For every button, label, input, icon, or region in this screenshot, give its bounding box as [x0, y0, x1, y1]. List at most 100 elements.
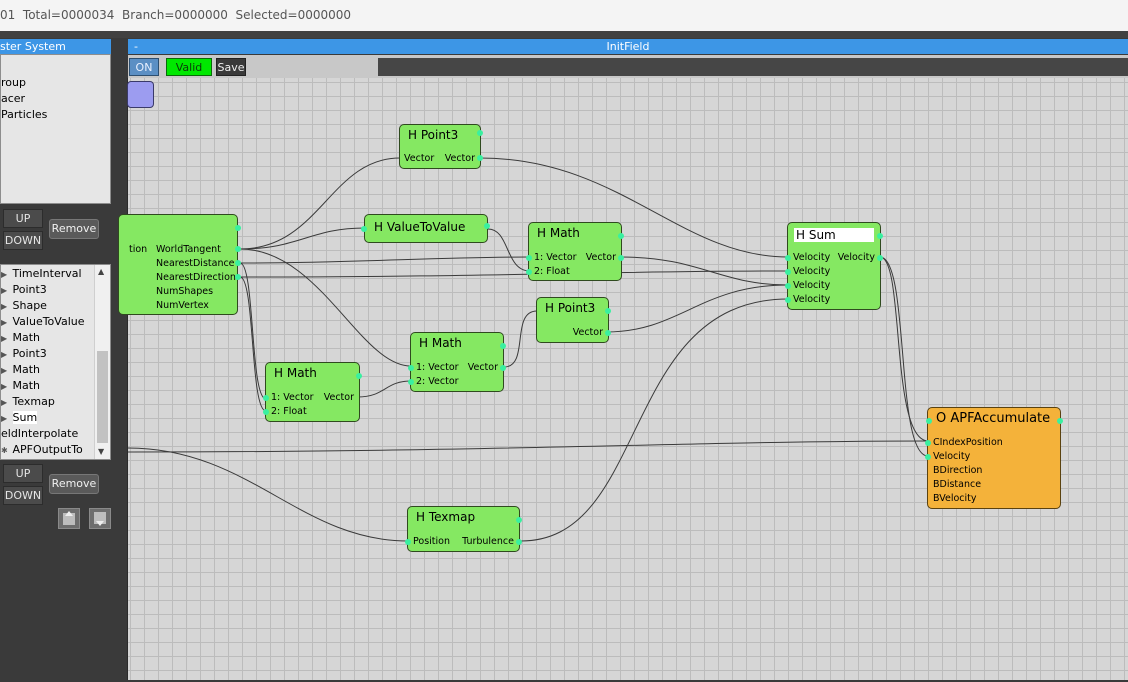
- port-label: WorldTangent: [156, 244, 221, 255]
- ps-remove-button[interactable]: Remove: [49, 219, 99, 239]
- port-dot[interactable]: [785, 297, 791, 303]
- port-dot[interactable]: [235, 246, 241, 252]
- list-item[interactable]: ▶ Texmap: [1, 394, 55, 410]
- port-dot[interactable]: [361, 226, 367, 232]
- node-list[interactable]: ▶ TimeInterval ▶ Point3 ▶ Shape ▶ ValueT…: [0, 264, 111, 460]
- list-item[interactable]: Particles: [1, 108, 48, 121]
- port-dot[interactable]: [477, 155, 483, 161]
- port-dot[interactable]: [605, 308, 611, 314]
- node-texmap[interactable]: H Texmap Position Turbulence: [405, 506, 522, 552]
- triangle-icon: ▶: [1, 414, 8, 423]
- port-dot[interactable]: [477, 130, 483, 136]
- list-item[interactable]: ▶ ValueToValue: [1, 314, 85, 330]
- node-math[interactable]: H Math 1: Vector 2: Vector Vector: [408, 332, 506, 392]
- port-dot[interactable]: [605, 330, 611, 336]
- list-item[interactable]: eldInterpolate: [1, 427, 79, 440]
- port-label: Vector: [572, 327, 603, 338]
- node-up-button[interactable]: UP: [3, 464, 43, 483]
- port-dot[interactable]: [785, 269, 791, 275]
- triangle-icon: ▶: [1, 286, 8, 295]
- port-dot[interactable]: [235, 225, 241, 231]
- port-dot[interactable]: [526, 255, 532, 261]
- node-math[interactable]: H Math 1: Vector 2: Float Vector: [526, 222, 624, 281]
- port-dot[interactable]: [877, 255, 883, 261]
- list-item[interactable]: [1, 55, 110, 71]
- triangle-icon: ▶: [1, 270, 8, 279]
- ps-up-button[interactable]: UP: [3, 209, 43, 228]
- port-label: 2: Vector: [416, 376, 459, 387]
- node-sum[interactable]: H Sum Velocity Velocity Velocity Velocit…: [785, 222, 883, 310]
- list-item[interactable]: roup: [1, 76, 26, 89]
- list-item[interactable]: ▶ Math: [1, 362, 40, 378]
- port-dot[interactable]: [877, 233, 883, 239]
- triangle-icon: ▶: [1, 382, 8, 391]
- node-point3[interactable]: H Point3 Vector Vector: [399, 124, 483, 169]
- particle-system-list[interactable]: roup acer Particles: [0, 54, 111, 204]
- list-item[interactable]: ▶ Shape: [1, 298, 47, 314]
- port-dot[interactable]: [1057, 418, 1063, 424]
- collapse-icon[interactable]: -: [134, 40, 138, 53]
- ps-down-button[interactable]: DOWN: [3, 231, 43, 250]
- list-item[interactable]: ▶ Point3: [1, 282, 47, 298]
- port-dot[interactable]: [926, 418, 932, 424]
- node-field-info[interactable]: tion WorldTangent NearestDistance Neares…: [118, 214, 241, 315]
- canvas-title-bar: - InitField: [128, 39, 1128, 54]
- list-item[interactable]: acer: [1, 92, 26, 105]
- list-item[interactable]: ✱ APFOutputTo: [1, 442, 83, 458]
- scroll-thumb[interactable]: [97, 351, 108, 443]
- port-dot[interactable]: [925, 440, 931, 446]
- node-title: H Sum: [794, 228, 874, 242]
- node-down-button[interactable]: DOWN: [3, 486, 43, 505]
- node-title: H ValueToValue: [374, 220, 466, 234]
- scroll-up-icon[interactable]: ▲: [98, 267, 105, 276]
- canvas-toolbar: ON Valid Save: [128, 55, 1128, 78]
- particle-system-title: ster System: [0, 39, 111, 54]
- list-item[interactable]: ▶ Math: [1, 378, 40, 394]
- port-dot[interactable]: [500, 365, 506, 371]
- port-dot[interactable]: [356, 373, 362, 379]
- port-dot[interactable]: [925, 454, 931, 460]
- port-dot[interactable]: [263, 409, 269, 415]
- list-item[interactable]: ▶ Math: [1, 330, 40, 346]
- port-dot[interactable]: [785, 255, 791, 261]
- node-point3[interactable]: H Point3 Vector: [536, 297, 611, 343]
- port-dot[interactable]: [484, 223, 490, 229]
- node-list-scrollbar[interactable]: ▲ ▼: [94, 265, 110, 459]
- node-value-to-value[interactable]: H ValueToValue: [361, 214, 490, 243]
- list-item[interactable]: ▶ TimeInterval: [1, 266, 82, 282]
- scroll-down-icon[interactable]: ▼: [98, 447, 105, 456]
- port-label: NumShapes: [156, 286, 214, 297]
- node-apf-accumulate[interactable]: O APFAccumulate CIndexPosition Velocity …: [925, 407, 1063, 509]
- valid-button[interactable]: Valid: [166, 58, 212, 76]
- list-item-selected[interactable]: ▶ Sum: [1, 410, 38, 426]
- node-title: H Math: [419, 336, 462, 350]
- port-dot[interactable]: [618, 255, 624, 261]
- triangle-icon: ▶: [1, 398, 8, 407]
- node-math[interactable]: H Math 1: Vector 2: Float Vector: [263, 362, 362, 422]
- port-dot[interactable]: [516, 539, 522, 545]
- port-label: 2: Float: [271, 406, 307, 417]
- port-label: BVelocity: [933, 493, 977, 504]
- port-dot[interactable]: [235, 274, 241, 280]
- port-dot[interactable]: [526, 269, 532, 275]
- root-node[interactable]: [127, 81, 154, 108]
- port-dot[interactable]: [405, 539, 411, 545]
- port-dot[interactable]: [263, 395, 269, 401]
- port-dot[interactable]: [500, 343, 506, 349]
- port-dot[interactable]: [516, 517, 522, 523]
- export-icon[interactable]: [89, 508, 111, 529]
- triangle-icon: ▶: [1, 318, 8, 327]
- port-label: NearestDistance: [156, 258, 235, 269]
- import-icon[interactable]: [58, 508, 80, 529]
- gear-icon: ✱: [1, 446, 8, 455]
- list-item[interactable]: ▶ Point3: [1, 346, 47, 362]
- port-dot[interactable]: [618, 233, 624, 239]
- save-button[interactable]: Save: [216, 58, 246, 76]
- node-remove-button[interactable]: Remove: [49, 474, 99, 494]
- port-dot[interactable]: [235, 260, 241, 266]
- triangle-icon: ▶: [1, 366, 8, 375]
- port-dot[interactable]: [408, 379, 414, 385]
- port-dot[interactable]: [408, 365, 414, 371]
- on-button[interactable]: ON: [129, 58, 159, 76]
- port-dot[interactable]: [785, 283, 791, 289]
